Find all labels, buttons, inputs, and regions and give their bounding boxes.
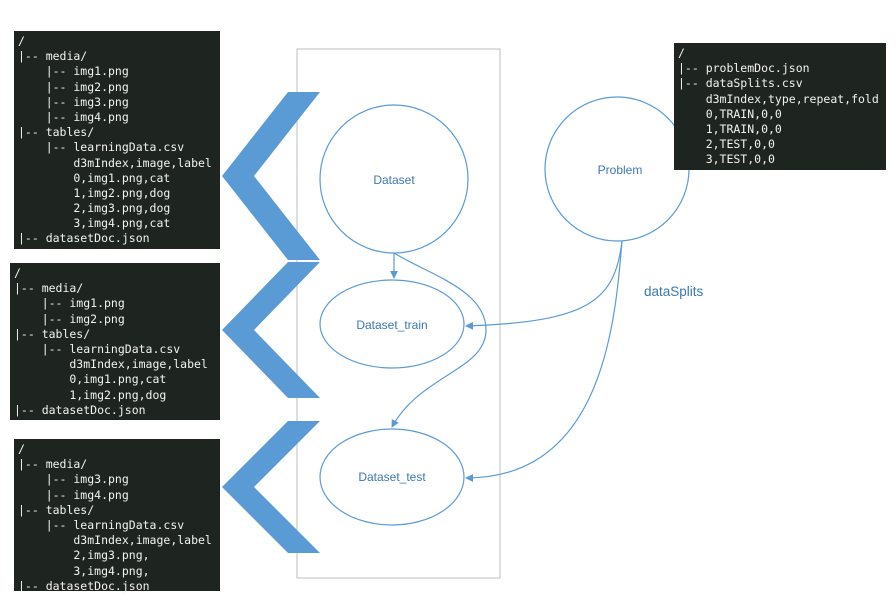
- tree-line: d3mIndex,type,repeat,fold: [678, 91, 879, 106]
- chevron-dataset-icon: [222, 92, 320, 260]
- tree-line: 0,TRAIN,0,0: [678, 106, 782, 121]
- tree-line: 1,img2.png,dog: [14, 387, 167, 402]
- tree-line: d3mIndex,image,label: [18, 533, 212, 548]
- tree-line: /: [14, 266, 21, 280]
- tree-line: 2,img3.png,dog: [18, 201, 171, 216]
- tree-line: |-- tables/: [14, 326, 91, 341]
- tree-line: |-- datasetDoc.json: [18, 578, 150, 593]
- dataset-train-node: [319, 279, 465, 369]
- dataset-test-node: [319, 428, 465, 526]
- tree-line: |-- img2.png: [18, 79, 129, 94]
- tree-line: d3mIndex,image,label: [18, 155, 212, 170]
- edge-dataset-to-test: [391, 252, 487, 428]
- dataset-test-label: Dataset_test: [358, 470, 426, 484]
- problem-directory-tree: /|-- problemDoc.json|-- dataSplits.csv d…: [674, 43, 886, 170]
- dataset-train-label: Dataset_train: [356, 318, 428, 332]
- tree-line: d3mIndex,image,label: [14, 357, 208, 372]
- tree-line: 3,TEST,0,0: [678, 152, 775, 167]
- tree-line: |-- learningData.csv: [14, 341, 181, 356]
- edge-problem-to-train: [465, 240, 623, 330]
- tree-line: |-- img2.png: [14, 311, 125, 326]
- tree-line: 1,TRAIN,0,0: [678, 121, 782, 136]
- tree-line: |-- media/: [18, 457, 88, 472]
- tree-line: |-- media/: [18, 49, 88, 64]
- tree-line: 2,TEST,0,0: [678, 137, 775, 152]
- tree-line: /: [18, 442, 25, 456]
- tree-line: 1,img2.png,dog: [18, 185, 171, 200]
- chevron-test-icon: [222, 421, 320, 553]
- edge-problem-to-test: [465, 240, 623, 482]
- tree-line: 2,img3.png,: [18, 548, 150, 563]
- tree-line: |-- dataSplits.csv: [678, 76, 803, 91]
- tree-line: |-- tables/: [18, 125, 95, 140]
- tree-line: |-- datasetDoc.json: [18, 231, 150, 246]
- datasplits-edge-label: dataSplits: [644, 284, 704, 299]
- problem-label: Problem: [597, 163, 643, 177]
- tree-line: /: [678, 46, 685, 60]
- tree-line: |-- img1.png: [14, 296, 125, 311]
- tree-line: 3,img4.png,cat: [18, 216, 171, 231]
- test-directory-tree: /|-- media/ |-- img3.png |-- img4.png|--…: [14, 439, 220, 593]
- tree-line: 3,img4.png,: [18, 563, 150, 578]
- tree-line: 0,img1.png,cat: [18, 170, 171, 185]
- tree-line: |-- learningData.csv: [18, 517, 185, 532]
- train-directory-tree: /|-- media/ |-- img1.png |-- img2.png|--…: [10, 263, 220, 420]
- chevron-train-icon: [222, 262, 320, 398]
- tree-line: |-- tables/: [18, 502, 95, 517]
- tree-line: |-- problemDoc.json: [678, 61, 810, 76]
- tree-line: |-- img4.png: [18, 109, 129, 124]
- dataset-label: Dataset: [373, 173, 415, 187]
- tree-line: 0,img1.png,cat: [14, 372, 167, 387]
- dataset-directory-tree: /|-- media/ |-- img1.png |-- img2.png |-…: [14, 31, 220, 249]
- tree-line: |-- media/: [14, 281, 84, 296]
- tree-line: |-- learningData.csv: [18, 140, 185, 155]
- tree-line: /: [18, 34, 25, 48]
- tree-line: |-- img3.png: [18, 94, 129, 109]
- tree-line: |-- datasetDoc.json: [14, 402, 146, 417]
- dataset-container: [296, 48, 501, 579]
- tree-line: |-- img4.png: [18, 487, 129, 502]
- tree-line: |-- img3.png: [18, 472, 129, 487]
- tree-line: |-- img1.png: [18, 64, 129, 79]
